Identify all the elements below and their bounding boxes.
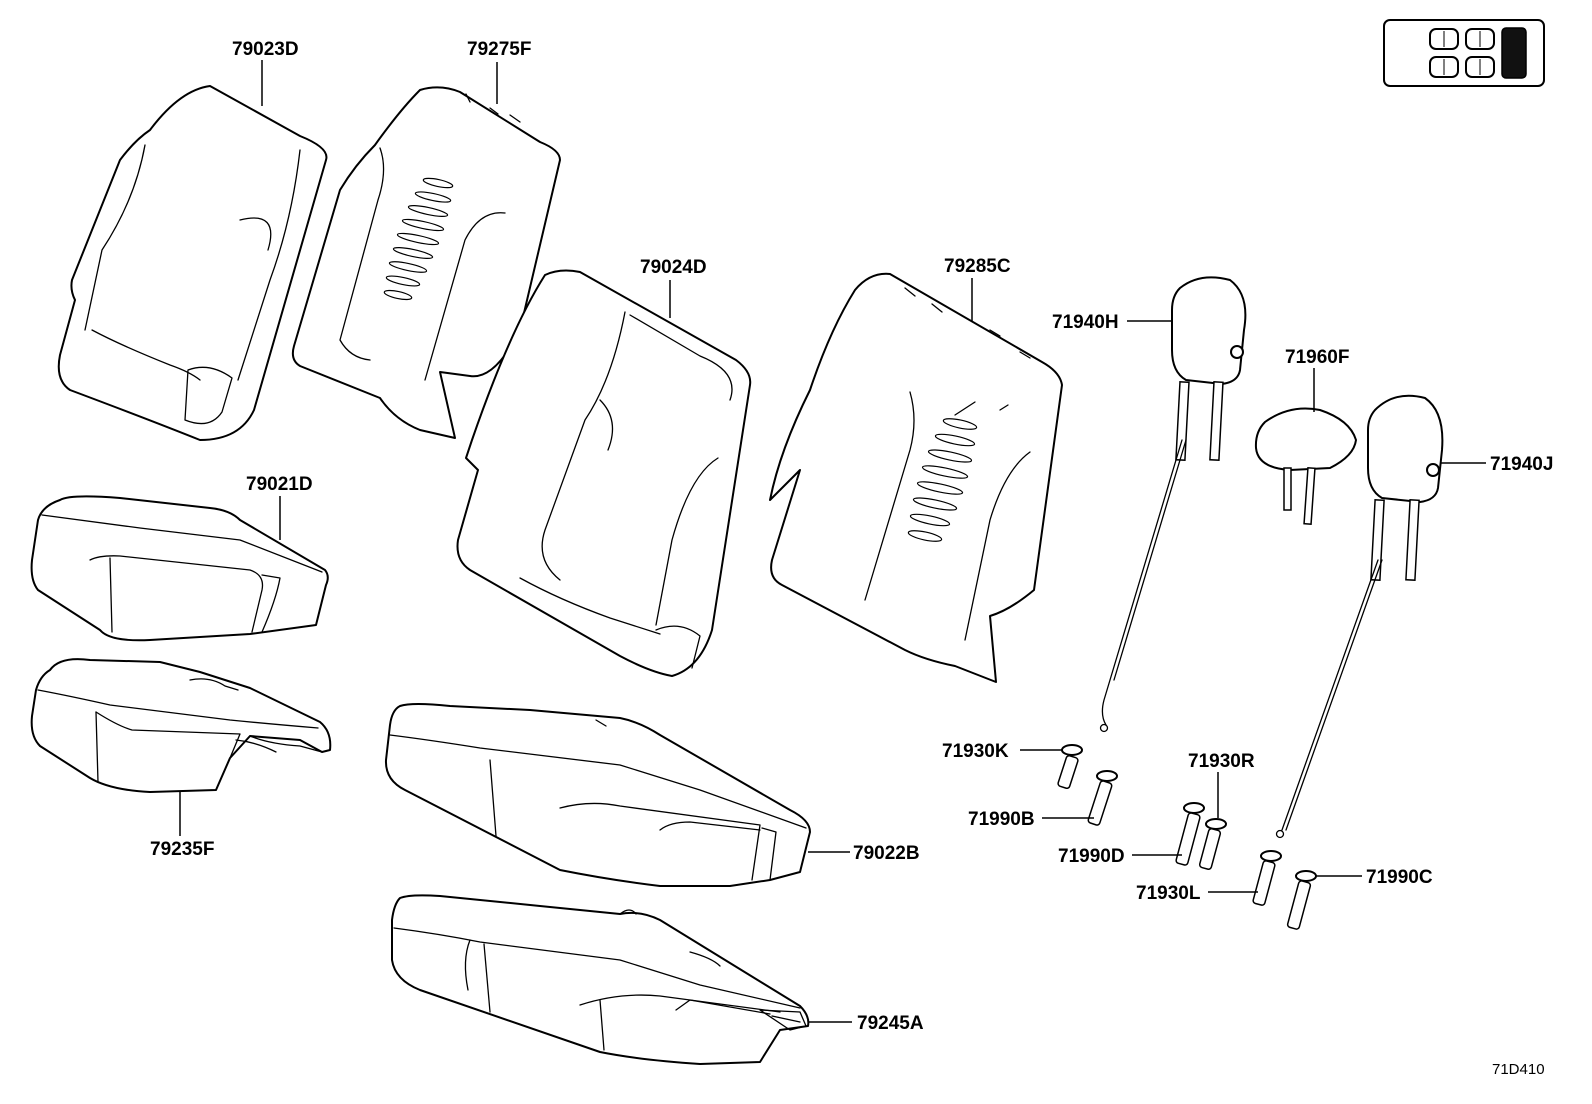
seatback-pad-left — [291, 86, 561, 439]
cushion-cover-center — [384, 703, 811, 887]
label-71930R: 71930R — [1188, 751, 1255, 772]
guide-71930K — [1057, 744, 1083, 790]
support-71990B — [1087, 770, 1118, 826]
highlighted-seat-icon — [1501, 27, 1527, 79]
support-71990C — [1286, 870, 1317, 930]
label-79275F: 79275F — [467, 39, 531, 60]
guide-71930R — [1198, 818, 1227, 870]
seatback-cover-left — [57, 85, 328, 441]
label-79245A: 79245A — [857, 1013, 924, 1034]
label-71990B: 71990B — [968, 809, 1035, 830]
label-71930L: 71930L — [1136, 883, 1201, 904]
part-labels: 79023D 79275F 79024D 79285C 71940H 71960… — [150, 39, 1553, 1034]
label-79021D: 79021D — [246, 474, 313, 495]
label-71990C: 71990C — [1366, 867, 1433, 888]
headrest-right — [1275, 394, 1444, 839]
label-79235F: 79235F — [150, 839, 214, 860]
seatback-cover-center — [456, 269, 752, 677]
headrest-center — [1254, 407, 1357, 526]
seat-position-indicator — [1383, 19, 1545, 87]
cushion-cover-left — [30, 495, 329, 642]
label-71960F: 71960F — [1285, 347, 1349, 368]
headrest-left — [1099, 276, 1247, 733]
diagram-code: 71D410 — [1492, 1061, 1545, 1078]
label-79023D: 79023D — [232, 39, 299, 60]
cushion-pad-center — [391, 894, 810, 1065]
cushion-pad-left — [30, 658, 332, 793]
label-71990D: 71990D — [1058, 846, 1125, 867]
label-71940J: 71940J — [1490, 454, 1553, 475]
label-79285C: 79285C — [944, 256, 1011, 277]
guide-71930L — [1252, 850, 1282, 906]
label-71940H: 71940H — [1052, 312, 1119, 333]
label-71930K: 71930K — [942, 741, 1009, 762]
leader-lines — [179, 60, 1486, 1023]
label-79024D: 79024D — [640, 257, 707, 278]
label-79022B: 79022B — [853, 843, 920, 864]
support-71990D — [1175, 802, 1205, 866]
seatback-pad-right — [769, 272, 1063, 683]
